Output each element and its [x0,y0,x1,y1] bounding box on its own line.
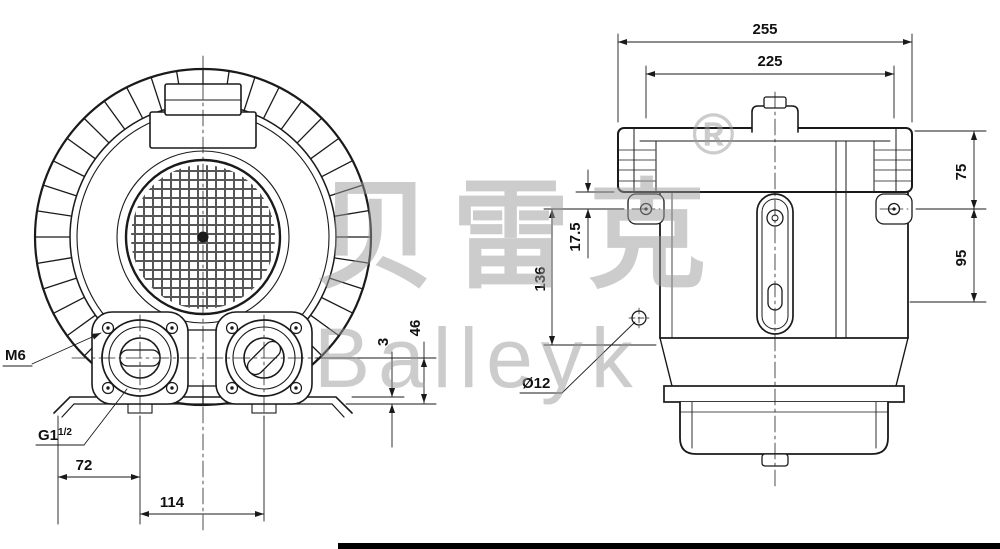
front-dimensions: 72 114 3 46 M6 G11/2 [2,320,437,525]
dia-12-label: Ø12 [522,375,550,392]
dim-136-label: 136 [532,266,549,291]
dim-72-label: 72 [76,457,93,474]
dim-17-5-label: 17.5 [567,222,584,251]
dim-255-label: 255 [752,21,777,38]
side-dimensions: 255 225 75 95 136 17.5 Ø12 [519,21,987,394]
dim-114-label: 114 [160,494,185,511]
side-view-group [617,91,913,487]
hub-dot [197,231,209,243]
footer-divider-bar [338,543,1000,549]
dim-75-label: 75 [953,164,970,181]
dim-3-label: 3 [375,338,392,346]
front-view-group [33,55,373,531]
dim-95-label: 95 [953,250,970,267]
side-centerlines [631,91,909,487]
m6-label: M6 [5,347,26,364]
dim-46-label: 46 [407,320,424,337]
terminal-box [149,83,257,149]
motor-housing [679,401,889,455]
g-thread-label: G11/2 [38,427,72,444]
front-centerlines [71,55,335,531]
dim-225-label: 225 [757,53,782,70]
